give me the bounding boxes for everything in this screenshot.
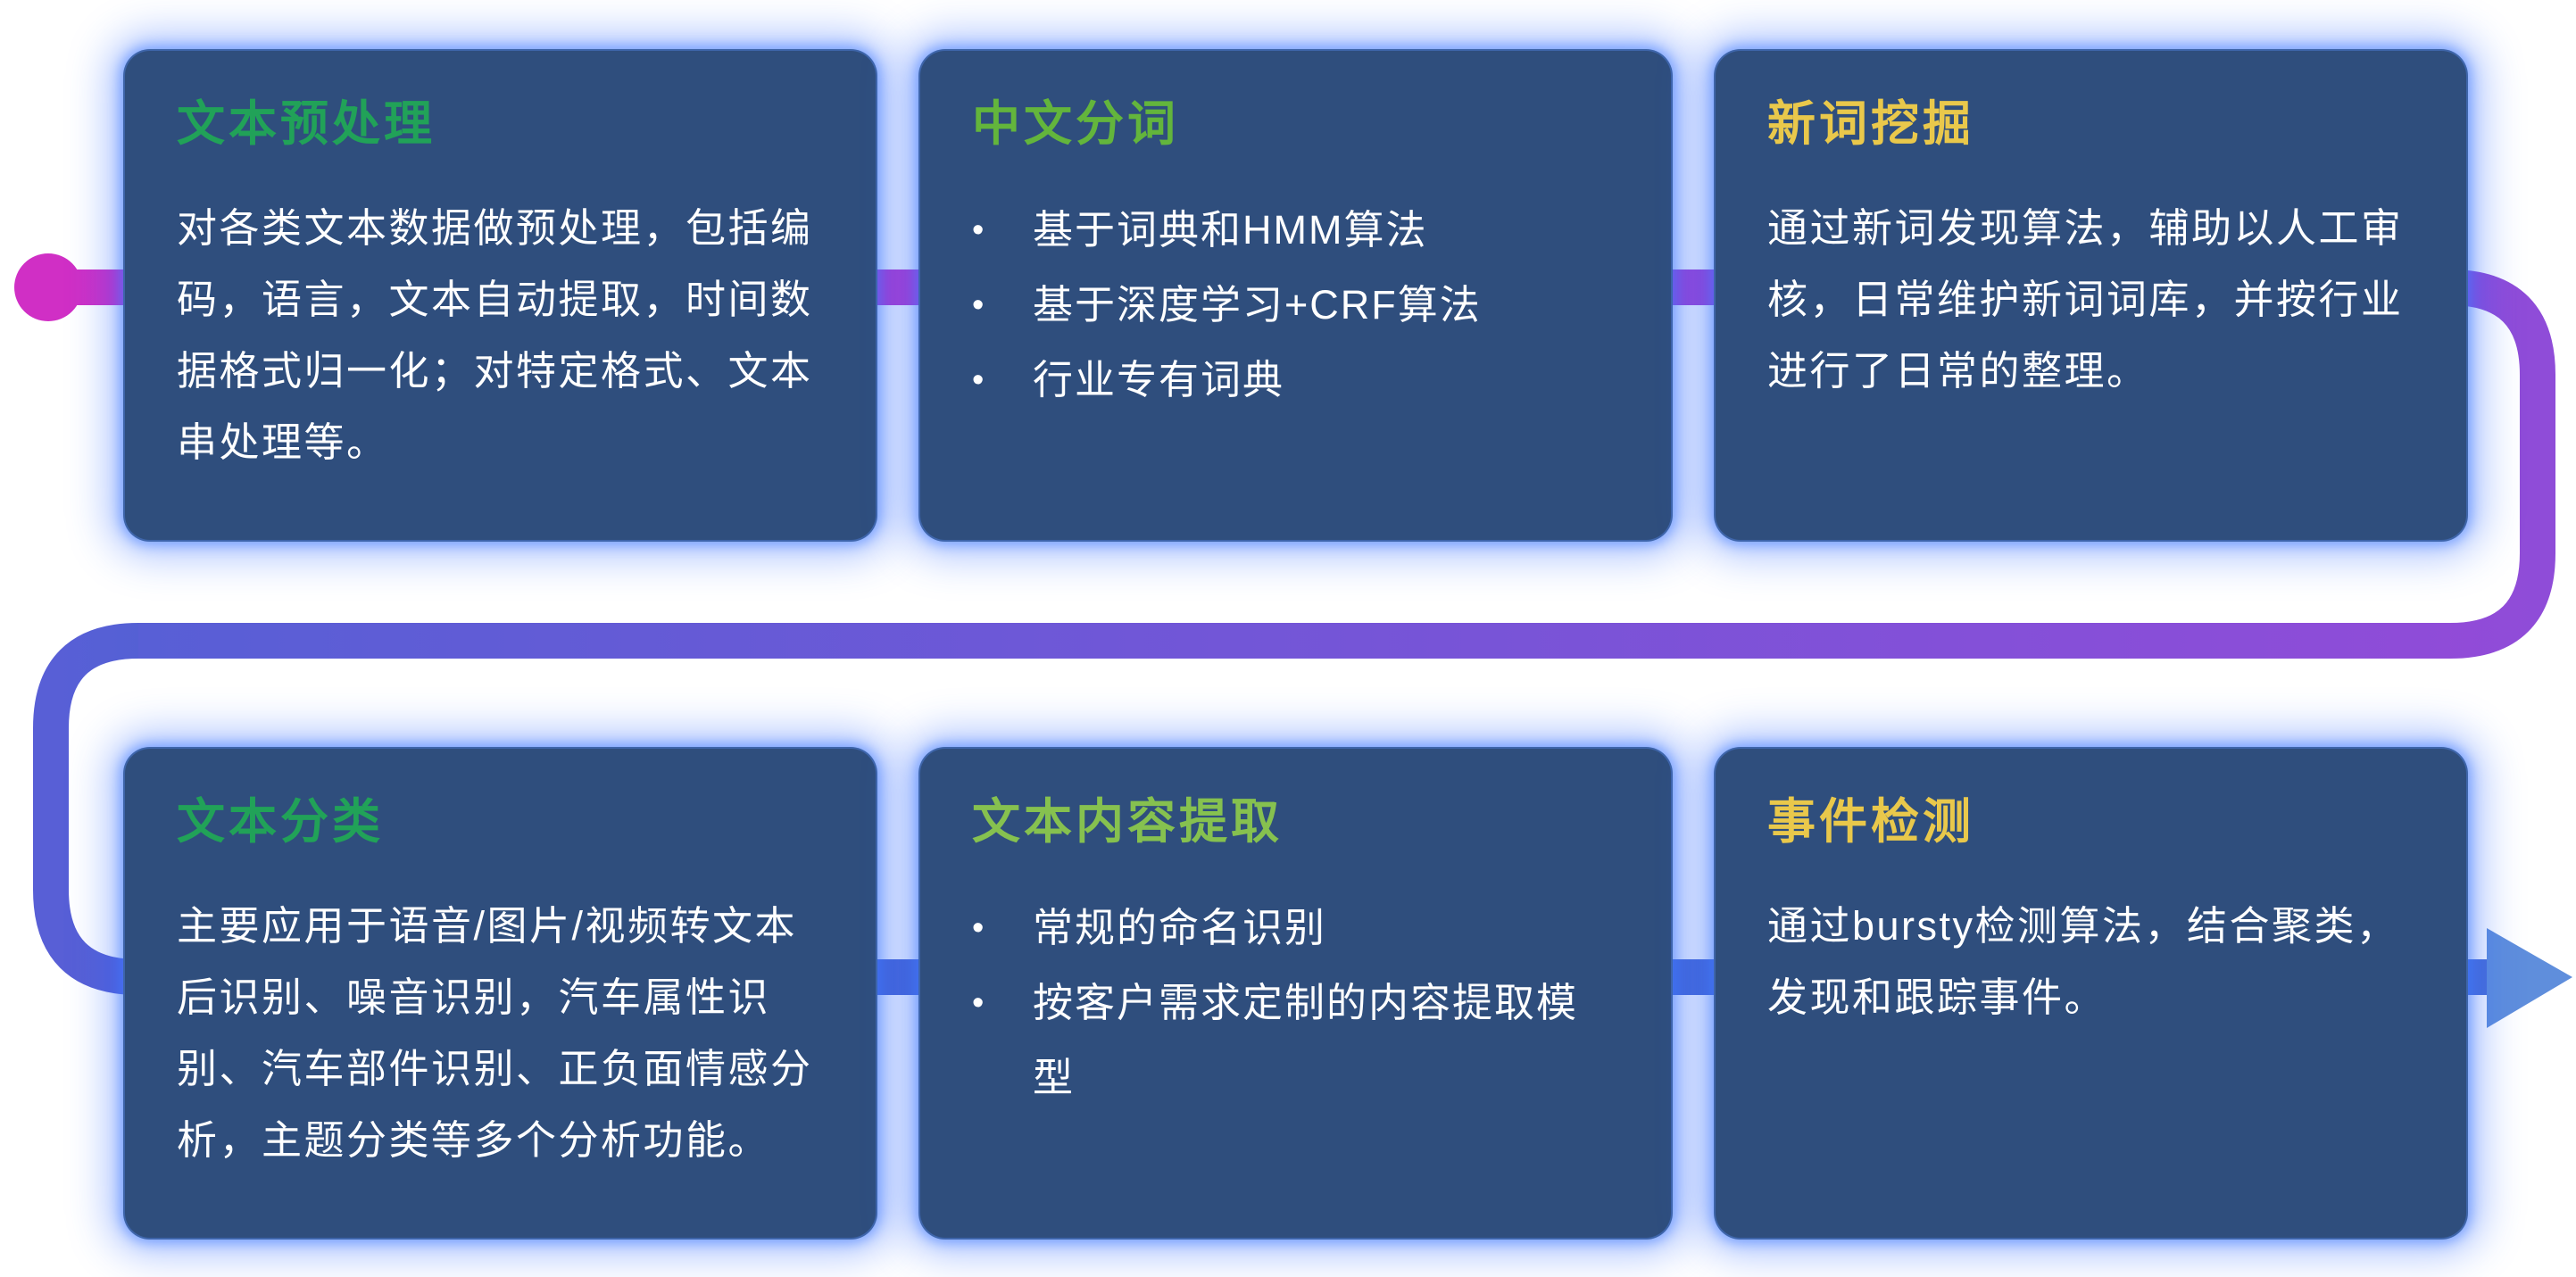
card-title: 中文分词	[972, 97, 1179, 151]
card-text-classification: 文本分类 主要应用于语音/图片/视频转文本后识别、噪音识别，汽车属性识别、汽车部…	[123, 747, 877, 1240]
card-description: 对各类文本数据做预处理，包括编码，语言，文本自动提取，时间数据格式归一化；对特定…	[177, 204, 813, 465]
bullet-list: • 基于词典和HMM算法 • 基于深度学习+CRF算法 • 行业专有词典	[972, 193, 1619, 418]
bullet-text: 基于深度学习+CRF算法	[1033, 281, 1482, 328]
card-title: 文本内容提取	[972, 795, 1283, 849]
bullet-icon: •	[972, 286, 986, 324]
card-description: 通过新词发现算法，辅助以人工审核，日常维护新词词库，并按行业进行了日常的整理。	[1767, 204, 2404, 394]
bullet-item: • 常规的命名识别	[972, 891, 1619, 966]
bullet-icon: •	[972, 908, 986, 947]
card-title: 新词挖掘	[1767, 97, 1974, 151]
flow-start-dot	[14, 253, 82, 321]
card-title: 文本预处理	[177, 97, 436, 151]
bullet-icon: •	[972, 211, 986, 249]
card-description: 主要应用于语音/图片/视频转文本后识别、噪音识别，汽车属性识别、汽车部件识别、正…	[177, 902, 813, 1163]
card-title: 文本分类	[177, 795, 384, 849]
bullet-text: 常规的命名识别	[1033, 904, 1327, 950]
card-description: 通过bursty检测算法，结合聚类，发现和跟踪事件。	[1767, 902, 2399, 1020]
bullet-icon: •	[972, 983, 986, 1022]
card-title: 事件检测	[1767, 795, 1974, 849]
bullet-text: 行业专有词典	[1033, 356, 1285, 402]
bullet-item: • 基于词典和HMM算法	[972, 193, 1619, 268]
bullet-text: 按客户需求定制的内容提取模型	[1033, 979, 1579, 1100]
flow-end-arrow-icon	[2487, 928, 2572, 1028]
bullet-icon: •	[972, 361, 986, 399]
bullet-list: • 常规的命名识别 • 按客户需求定制的内容提取模型	[972, 891, 1619, 1115]
card-chinese-word-segmentation: 中文分词 • 基于词典和HMM算法 • 基于深度学习+CRF算法 • 行业专有词…	[918, 49, 1673, 542]
card-text-preprocessing: 文本预处理 对各类文本数据做预处理，包括编码，语言，文本自动提取，时间数据格式归…	[123, 49, 877, 542]
bullet-item: • 行业专有词典	[972, 343, 1619, 418]
bullet-text: 基于词典和HMM算法	[1033, 206, 1428, 253]
card-new-word-mining: 新词挖掘 通过新词发现算法，辅助以人工审核，日常维护新词词库，并按行业进行了日常…	[1714, 49, 2468, 542]
bullet-item: • 按客户需求定制的内容提取模型	[972, 966, 1619, 1115]
card-event-detection: 事件检测 通过bursty检测算法，结合聚类，发现和跟踪事件。	[1714, 747, 2468, 1240]
bullet-item: • 基于深度学习+CRF算法	[972, 268, 1619, 343]
card-text-content-extraction: 文本内容提取 • 常规的命名识别 • 按客户需求定制的内容提取模型	[918, 747, 1673, 1240]
